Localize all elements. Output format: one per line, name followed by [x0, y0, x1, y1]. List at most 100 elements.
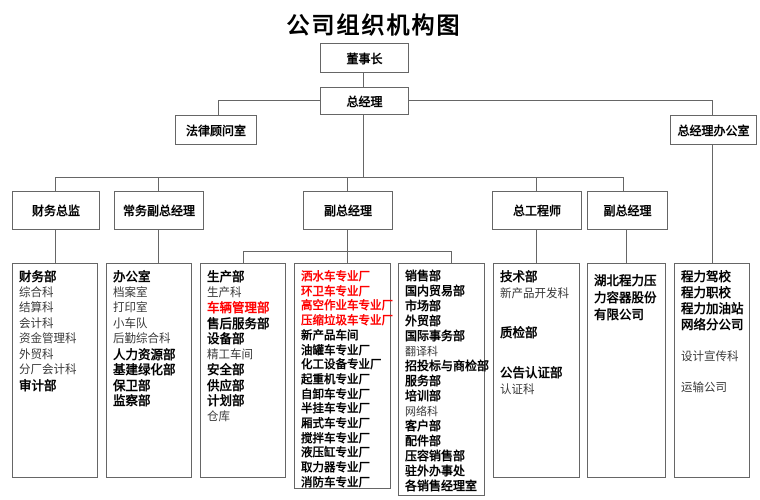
org-item: 环卫车专业厂	[301, 283, 370, 298]
node-chairman: 董事长	[320, 43, 409, 73]
org-item: 招投标与商检部	[405, 359, 490, 373]
org-item: 财务部	[19, 269, 57, 284]
connector-line	[451, 251, 452, 263]
node-finance-director: 财务总监	[12, 191, 100, 230]
org-item	[681, 364, 749, 379]
org-item: 新产品车间	[301, 327, 359, 342]
org-item: 国内贸易部	[405, 284, 466, 298]
org-item: 供应部	[207, 377, 245, 393]
connector-line	[347, 177, 348, 191]
org-item: 车辆管理部	[207, 300, 270, 315]
org-item: 质检部	[500, 325, 538, 340]
org-item: 认证科	[500, 382, 535, 396]
org-item: 油罐车专业厂	[301, 342, 370, 357]
connector-line	[623, 177, 624, 191]
org-item: 压缩垃圾车专业厂	[301, 313, 393, 328]
org-item: 生产科	[207, 284, 242, 299]
node-executive-deputy-gm: 常务副总经理	[114, 191, 204, 230]
org-item: 程力加油站	[681, 301, 744, 316]
org-item: 各销售经理室	[405, 479, 478, 493]
org-column-special-factories: 洒水车专业厂 环卫车专业厂 高空作业车专业厂 压缩垃圾车专业厂 新产品车间 油罐…	[294, 263, 393, 489]
org-item: 会计科	[19, 315, 54, 330]
connector-line	[536, 177, 537, 191]
org-item: 配件部	[405, 434, 442, 448]
org-item: 自卸车专业厂	[301, 386, 370, 401]
org-item: 外贸部	[405, 314, 442, 328]
connector-line	[712, 143, 713, 263]
org-item: 公告认证部	[500, 365, 563, 380]
org-item: 化工设备专业厂	[301, 357, 382, 372]
org-item: 精工车间	[207, 346, 253, 361]
org-item: 网络科	[405, 405, 438, 418]
connector-line	[363, 113, 364, 177]
connector-line	[158, 177, 159, 191]
org-column-subsidiaries: 程力驾校 程力职校 程力加油站 网络分公司 设计宣传科 运输公司	[674, 263, 750, 478]
org-item: 程力职校	[681, 285, 732, 300]
org-column-technology-quality: 技术部 新产品开发科 质检部 公告认证部 认证科	[493, 263, 580, 478]
org-item: 设计宣传科	[681, 349, 739, 363]
node-chief-engineer: 总工程师	[492, 191, 582, 230]
org-item: 生产部	[207, 269, 245, 284]
org-item: 小车队	[113, 315, 148, 330]
org-item: 分厂会计科	[19, 362, 77, 376]
connector-line	[55, 177, 623, 178]
org-item: 售后服务部	[207, 315, 270, 331]
org-item: 安全部	[207, 362, 245, 377]
node-general-manager: 总经理	[320, 87, 409, 115]
org-item: 保卫部	[113, 377, 151, 393]
connector-line	[218, 100, 712, 101]
org-item: 审计部	[19, 377, 57, 393]
org-item: 市场部	[405, 299, 442, 313]
org-item: 厢式车专业厂	[301, 416, 370, 431]
org-item: 半挂车专业厂	[301, 401, 370, 416]
org-item: 打印室	[113, 300, 148, 314]
org-item: 结算科	[19, 300, 54, 314]
org-item: 监察部	[113, 393, 151, 408]
connector-line	[158, 228, 159, 263]
org-item: 资金管理科	[19, 331, 77, 345]
org-item: 网络分公司	[681, 317, 744, 332]
org-item: 客户部	[405, 419, 442, 433]
org-item: 驻外办事处	[405, 464, 466, 478]
node-deputy-gm-right: 副总经理	[587, 191, 668, 230]
org-item: 综合科	[19, 284, 54, 299]
connector-line	[55, 177, 56, 191]
page-title: 公司组织机构图	[286, 13, 462, 39]
org-item: 销售部	[405, 269, 442, 283]
org-item: 运输公司	[681, 380, 727, 394]
connector-line	[347, 228, 348, 251]
org-item: 国际事务部	[405, 329, 466, 343]
org-item: 高空作业车专业厂	[301, 298, 393, 313]
org-item: 起重机专业厂	[301, 371, 370, 386]
org-column-office-admin: 办公室 档案室 打印室 小车队 后勤综合科 人力资源部 基建绿化部 保卫部 监察…	[106, 263, 192, 478]
org-item: 设备部	[207, 331, 245, 346]
org-item: 翻译科	[405, 345, 438, 358]
org-item: 洒水车专业厂	[301, 269, 370, 283]
org-item: 服务部	[405, 374, 442, 388]
org-item: 基建绿化部	[113, 362, 176, 377]
connector-line	[363, 71, 364, 87]
connector-line	[218, 100, 219, 115]
org-column-sales: 销售部 国内贸易部 市场部 外贸部 国际事务部 翻译科 招投标与商检部 服务部 …	[398, 263, 490, 496]
connector-line	[536, 228, 537, 263]
node-deputy-gm-center: 副总经理	[303, 191, 393, 230]
connector-line	[55, 228, 56, 263]
org-item: 技术部	[500, 269, 538, 284]
node-gm-office: 总经理办公室	[670, 115, 757, 145]
org-item: 取力器专业厂	[301, 460, 370, 475]
connector-line	[712, 100, 713, 115]
org-item	[500, 301, 579, 325]
org-item: 外贸科	[19, 346, 54, 361]
connector-line	[347, 251, 348, 263]
org-item: 后勤综合科	[113, 331, 171, 345]
connector-line	[243, 251, 244, 263]
org-item: 计划部	[207, 393, 245, 408]
org-column-finance-audit: 财务部 综合科 结算科 会计科 资金管理科 外贸科 分厂会计科 审计部	[12, 263, 98, 478]
org-item: 湖北程力压力容器股份有限公司	[594, 273, 657, 322]
org-item: 消防车专业厂	[301, 474, 370, 489]
org-item: 人力资源部	[113, 346, 176, 362]
org-item: 程力驾校	[681, 269, 732, 284]
org-item: 办公室	[113, 269, 151, 284]
org-item	[500, 341, 579, 365]
